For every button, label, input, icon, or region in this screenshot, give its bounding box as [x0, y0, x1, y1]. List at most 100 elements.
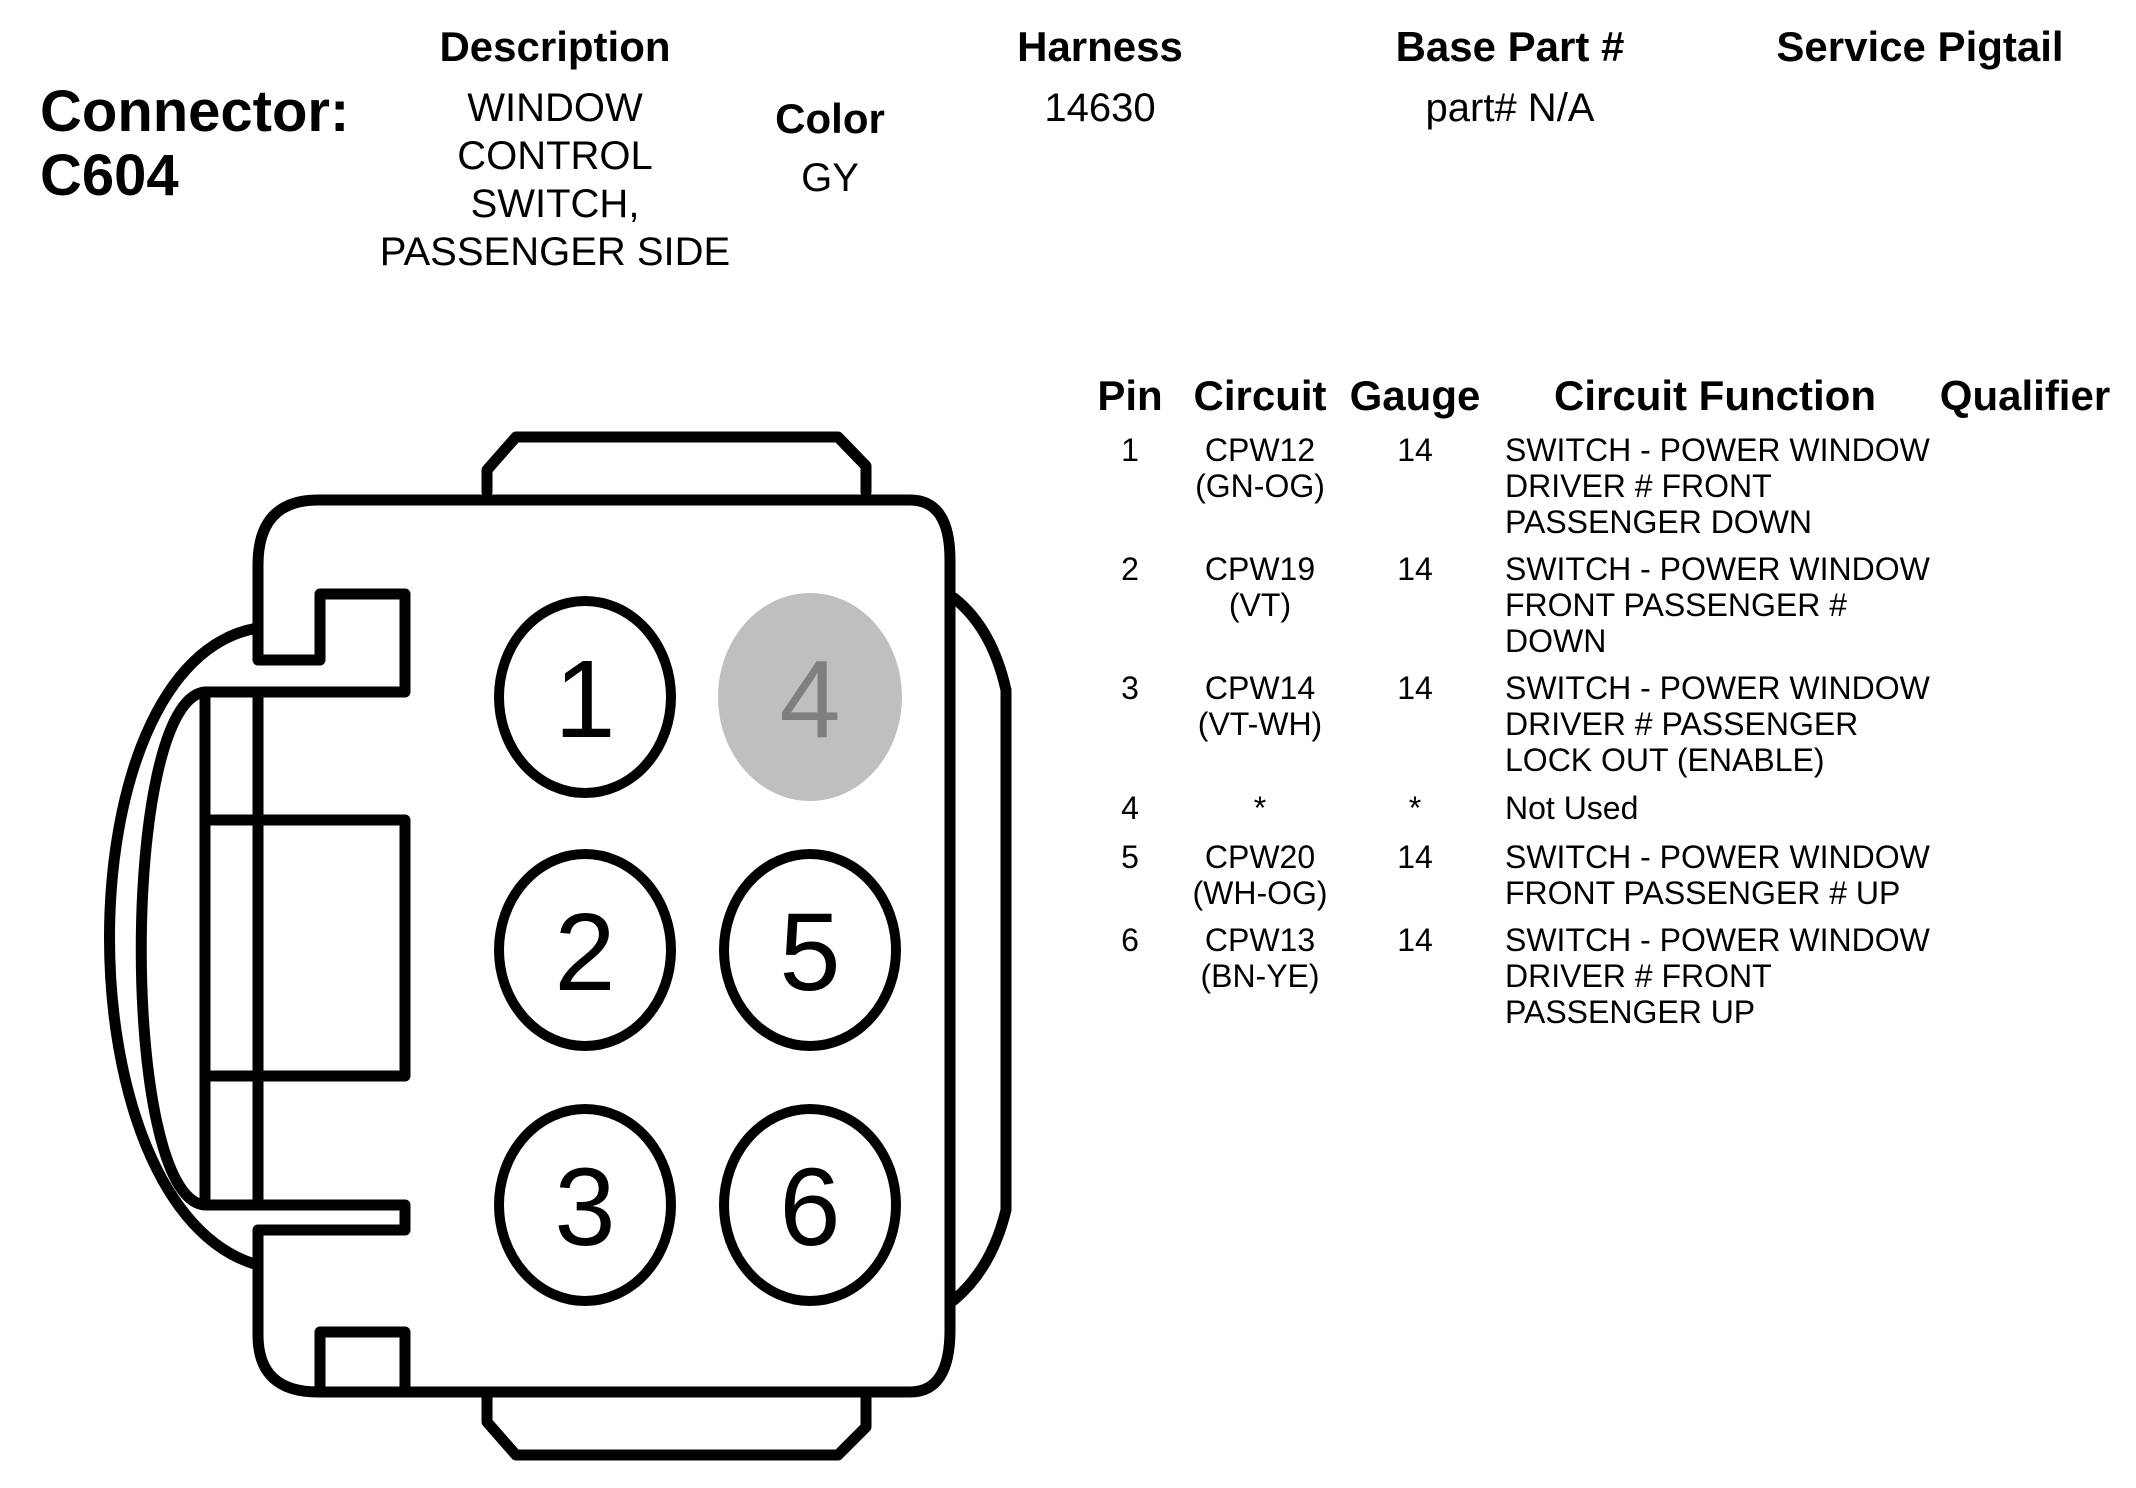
connector-label: Connector: [40, 79, 350, 144]
gauge-cell: 14 [1340, 551, 1490, 587]
pin-4-label: 4 [779, 638, 840, 761]
col-header-circuit-function: Circuit Function [1554, 372, 1876, 419]
connector-title: Connector: C604 [40, 80, 349, 208]
pin-cell: 3 [1090, 670, 1170, 706]
circuit-function-cell-line: FRONT PASSENGER # UP [1505, 875, 1901, 911]
pin-cell-line: 1 [1121, 432, 1139, 468]
pin-2-cavity [494, 849, 676, 1051]
circuit-cell: * [1180, 790, 1340, 826]
connector-id: C604 [40, 143, 179, 208]
pin-6-cavity [719, 1104, 901, 1306]
gauge-cell-line: 14 [1397, 839, 1433, 875]
circuit-cell: CPW19(VT) [1180, 551, 1340, 623]
col-header-qualifier: Qualifier [1939, 372, 2111, 419]
circuit-function-cell-line: DOWN [1505, 623, 1607, 659]
lock-arm-inner [135, 686, 264, 1211]
gauge-cell: * [1340, 790, 1490, 826]
pin-cell: 5 [1090, 839, 1170, 875]
col-header-gauge: Gauge [1349, 372, 1481, 419]
circuit-function-cell-line: DRIVER # FRONT [1505, 958, 1772, 994]
pin-cell: 2 [1090, 551, 1170, 587]
gauge-cell: 14 [1340, 432, 1490, 468]
gauge-cell: 14 [1340, 922, 1490, 958]
pin-cell-line: 3 [1121, 670, 1139, 706]
harness-header: Harness [1017, 23, 1183, 70]
connector-face-diagram: 1 2 3 4 5 6 [104, 431, 1012, 1461]
pin-1-cavity [494, 596, 676, 798]
circuit-cell-line: (WH-OG) [1192, 875, 1328, 911]
gauge-cell-line: 14 [1397, 432, 1433, 468]
color-header: Color [775, 95, 885, 142]
circuit-function-cell-line: PASSENGER UP [1505, 994, 1756, 1030]
right-side-bump [948, 592, 1012, 1306]
description-line: CONTROL [457, 134, 653, 178]
pin-cell: 4 [1090, 790, 1170, 826]
pin-cell-line: 2 [1121, 551, 1139, 587]
description-header: Description [439, 23, 671, 70]
pin-4-cavity [718, 593, 902, 801]
description-line: SWITCH, [470, 182, 640, 226]
gauge-cell: 14 [1340, 670, 1490, 706]
circuit-cell: CPW12(GN-OG) [1180, 432, 1340, 504]
pin-cell: 1 [1090, 432, 1170, 468]
pin-5-cavity [719, 849, 901, 1051]
circuit-function-cell-line: SWITCH - POWER WINDOW [1505, 670, 1930, 706]
pin-2-label: 2 [554, 891, 615, 1014]
lock-arm-outer [104, 622, 264, 1271]
circuit-cell: CPW14(VT-WH) [1180, 670, 1340, 742]
pin-cell-line: 4 [1121, 790, 1139, 826]
circuit-cell-line: CPW13 [1204, 922, 1316, 958]
pin-3-cavity [494, 1104, 676, 1306]
circuit-cell: CPW20(WH-OG) [1180, 839, 1340, 911]
circuit-cell-line: (VT) [1228, 587, 1292, 623]
circuit-function-cell-line: SWITCH - POWER WINDOW [1505, 432, 1930, 468]
gauge-cell: 14 [1340, 839, 1490, 875]
pin-3-label: 3 [554, 1146, 615, 1269]
circuit-function-cell-line: DRIVER # PASSENGER [1505, 706, 1859, 742]
circuit-function-cell-line: SWITCH - POWER WINDOW [1505, 839, 1930, 875]
circuit-function-cell-line: DRIVER # FRONT [1505, 468, 1772, 504]
description-line: PASSENGER SIDE [379, 230, 731, 274]
gauge-cell-line: 14 [1397, 551, 1433, 587]
gauge-cell-line: 14 [1397, 670, 1433, 706]
service-pigtail-header: Service Pigtail [1776, 23, 2064, 70]
base-part-value: part# N/A [1425, 86, 1595, 130]
circuit-cell: CPW13(BN-YE) [1180, 922, 1340, 994]
pin-cavities: 1 2 3 4 5 6 [494, 593, 902, 1306]
top-latch-tab [481, 431, 872, 498]
col-header-pin: Pin [1097, 372, 1163, 419]
pin-5-label: 5 [779, 891, 840, 1014]
circuit-function-cell: Not Used [1505, 790, 1935, 826]
pin-cell-line: 5 [1121, 839, 1139, 875]
circuit-function-cell-line: SWITCH - POWER WINDOW [1505, 551, 1930, 587]
gauge-cell-line: 14 [1397, 922, 1433, 958]
connector-housing [252, 494, 956, 1398]
circuit-cell-line: * [1253, 790, 1267, 826]
circuit-cell-line: CPW19 [1204, 551, 1316, 587]
circuit-function-cell-line: PASSENGER DOWN [1505, 504, 1812, 540]
circuit-cell-line: CPW20 [1204, 839, 1316, 875]
harness-value: 14630 [1044, 86, 1156, 130]
col-header-circuit: Circuit [1193, 372, 1327, 419]
description-line: WINDOW [467, 86, 643, 130]
circuit-function-cell-line: FRONT PASSENGER # [1505, 587, 1847, 623]
pin-1-label: 1 [554, 638, 615, 761]
base-part-header: Base Part # [1395, 23, 1625, 70]
circuit-cell-line: (BN-YE) [1200, 958, 1320, 994]
circuit-cell-line: CPW14 [1204, 670, 1316, 706]
circuit-cell-line: CPW12 [1204, 432, 1316, 468]
circuit-function-cell-line: Not Used [1505, 790, 1639, 826]
gauge-cell-line: * [1408, 790, 1422, 826]
circuit-function-cell-line: SWITCH - POWER WINDOW [1505, 922, 1930, 958]
pin-cell-line: 6 [1121, 922, 1139, 958]
circuit-function-cell-line: LOCK OUT (ENABLE) [1505, 742, 1825, 778]
bottom-latch-tab [481, 1386, 872, 1461]
pin-cell: 6 [1090, 922, 1170, 958]
pin-6-label: 6 [779, 1146, 840, 1269]
